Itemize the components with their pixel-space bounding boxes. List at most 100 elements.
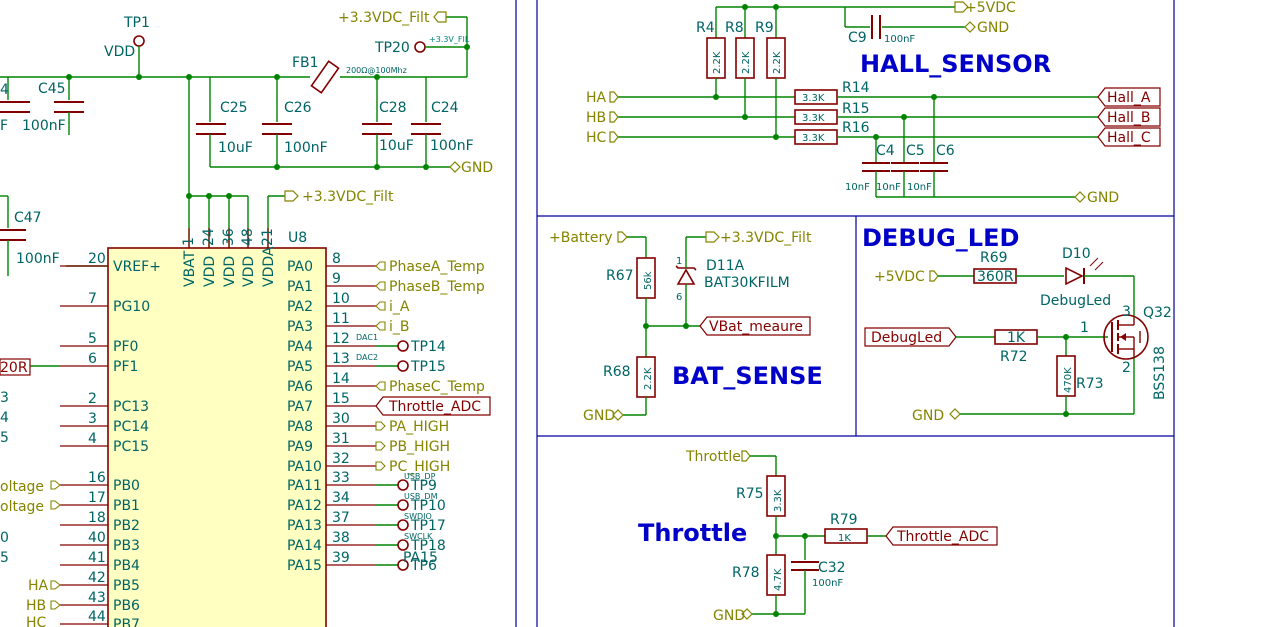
q32-mosfet[interactable]: [1103, 314, 1149, 360]
mcu-left-pin-name: PB4: [113, 558, 140, 574]
mcu-right-pin-name: PA6: [287, 379, 313, 395]
mcu-right-pin-num: 15: [332, 391, 350, 407]
mcu-right-pin-name: PA13: [287, 518, 322, 534]
c45-ref: C45: [38, 81, 66, 97]
bat-sense-title: BAT_SENSE: [672, 362, 823, 390]
mcu-net-label: i_A: [389, 299, 410, 315]
mcu-right-pin-name: PA10: [287, 459, 322, 475]
mcu-left-pin-name: VREF+: [113, 259, 161, 275]
mcu-right-pin-name: PA0: [287, 259, 313, 275]
testpoint-tp10[interactable]: [397, 499, 409, 511]
mcu-left-pin-num: 5: [88, 331, 97, 347]
pin-function-label: DAC2: [356, 353, 378, 362]
mcu-left-pin-name: PB6: [113, 598, 140, 614]
mcu-top-pin-name: VDDA: [261, 246, 277, 287]
mcu-left-pin-num: 18: [88, 510, 106, 526]
hall-out-b[interactable]: Hall_B: [1097, 107, 1161, 127]
r4-val: 2.2K: [712, 51, 723, 74]
debug-5v: +5VDC: [874, 269, 925, 285]
r16-val: 3.3K: [802, 133, 825, 144]
r73-val: 470K: [1063, 367, 1074, 393]
mcu-left-pin-name: PF1: [113, 359, 138, 375]
c26-val: 100nF: [284, 140, 328, 156]
mcu-right-pin-name: PA4: [287, 339, 313, 355]
testpoint-label: TP9: [410, 478, 437, 494]
c32-ref: C32: [818, 560, 846, 576]
partial-hb: HB: [26, 598, 46, 614]
q32-part: BSS138: [1152, 346, 1168, 400]
pin-function-label: PA15: [403, 550, 438, 566]
mcu-top-pin-name: VDD: [222, 256, 238, 287]
debugled-net-text: DebugLed: [871, 330, 942, 346]
mcu-ref: U8: [288, 230, 307, 246]
left-cap-partial-ref: 4: [0, 82, 9, 98]
mcu-right-pin-name: PA11: [287, 478, 322, 494]
vbat-meaure-label[interactable]: VBat_meaure: [699, 316, 811, 336]
debug-led-title: DEBUG_LED: [862, 224, 1019, 252]
fb1-ferrite[interactable]: [310, 60, 340, 94]
testpoint-tp9[interactable]: [397, 479, 409, 491]
d11-pin6: 6: [676, 292, 682, 303]
mcu-body[interactable]: [107, 247, 327, 627]
vdd-label: VDD: [104, 44, 135, 60]
throttle-adc-label[interactable]: [375, 396, 491, 416]
testpoint-tp14[interactable]: [397, 340, 409, 352]
mcu-right-pin-num: 34: [332, 490, 350, 506]
mcu-top-pin-num: 21: [260, 228, 276, 246]
testpoint-label: TP6: [410, 558, 437, 574]
partial-oltage-2: oltage: [0, 499, 44, 515]
gnd-label-caps: GND: [461, 160, 493, 176]
mcu-right-pin-num: 32: [332, 451, 350, 467]
bat-gnd: GND: [583, 408, 615, 424]
r4-ref: R4: [696, 20, 715, 36]
hall-in-hc: HC: [586, 130, 607, 146]
testpoint-tp18[interactable]: [397, 539, 409, 551]
pin-function-label: SWDIO: [404, 512, 432, 521]
throttle-adc-out-text: Throttle_ADC: [896, 529, 989, 545]
tp1-testpoint[interactable]: [133, 35, 145, 47]
hall-out-c[interactable]: Hall_C: [1097, 127, 1161, 147]
r75-ref: R75: [736, 486, 764, 502]
c28-ref: C28: [379, 100, 407, 116]
c26-ref: C26: [284, 100, 312, 116]
d10-ref: D10: [1062, 246, 1091, 262]
mcu-right-pin-num: 8: [332, 251, 341, 267]
throttle-adc-out-label[interactable]: Throttle_ADC: [885, 526, 998, 546]
testpoint-tp17[interactable]: [397, 519, 409, 531]
pin-function-label: USB_DP: [404, 472, 436, 481]
r75-val: 3.3K: [773, 489, 784, 512]
mcu-left-pin-name: PB3: [113, 538, 140, 554]
d11a-diode[interactable]: [675, 265, 697, 285]
r79-val: 1K: [838, 533, 851, 544]
tp20-testpoint[interactable]: [414, 41, 426, 53]
r67-val: 56k: [643, 271, 654, 290]
c25-ref: C25: [220, 100, 248, 116]
d10-val: DebugLed: [1040, 293, 1111, 309]
mcu-top-pin-num: 48: [240, 228, 256, 246]
mcu-left-pin-name: PB1: [113, 498, 140, 514]
hall-out-a[interactable]: Hall_A: [1097, 87, 1161, 107]
q32-ref: Q32: [1143, 305, 1172, 321]
q32-pin1: 1: [1080, 320, 1089, 336]
r68-ref: R68: [603, 364, 631, 380]
mcu-left-pin-num: 3: [88, 411, 97, 427]
v33fil-small: +3.3V_FIL: [429, 35, 470, 44]
r15-val: 3.3K: [802, 113, 825, 124]
c5-ref: C5: [906, 143, 925, 159]
r9-ref: R9: [755, 20, 774, 36]
c9-ref: C9: [848, 30, 867, 46]
v33filt-mcu: +3.3VDC_Filt: [302, 189, 394, 205]
c9-val: 100nF: [884, 34, 915, 45]
mcu-left-pin-name: PB0: [113, 478, 140, 494]
c45-val: 100nF: [22, 118, 66, 134]
partial-3: 3: [0, 390, 9, 406]
debugled-net-label[interactable]: DebugLed: [864, 327, 957, 347]
mcu-left-pin-name: PC15: [113, 439, 149, 455]
mcu-right-pin-name: PA5: [287, 359, 313, 375]
mcu-top-pin-num: 24: [201, 228, 217, 246]
tp20-label: TP20: [374, 40, 410, 56]
throttle-adc-label-text: Throttle_ADC: [388, 399, 481, 415]
testpoint-tp6[interactable]: [397, 559, 409, 571]
testpoint-tp15[interactable]: [397, 360, 409, 372]
